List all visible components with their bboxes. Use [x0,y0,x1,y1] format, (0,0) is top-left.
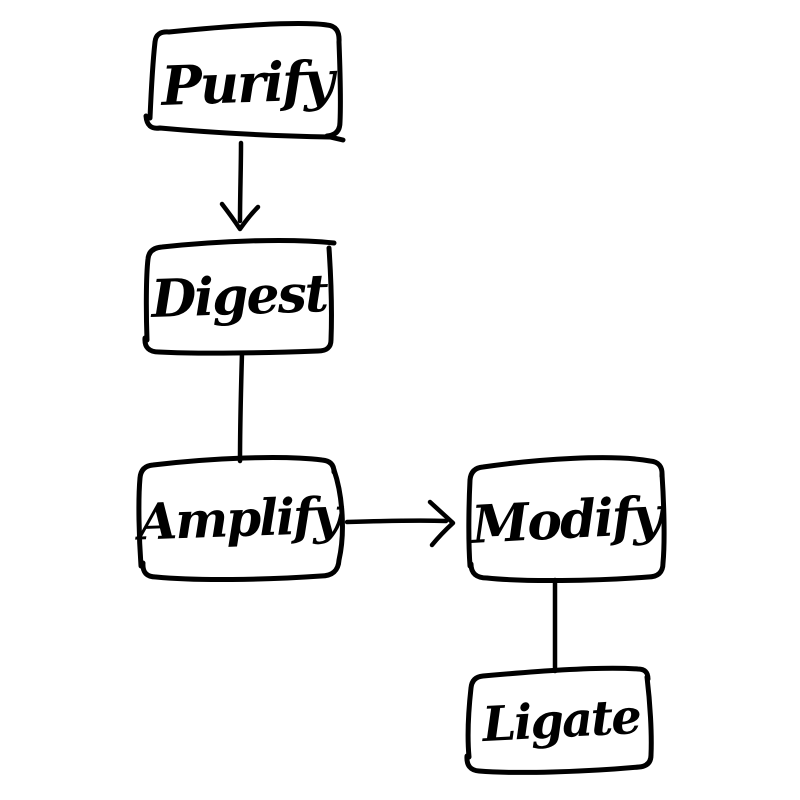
node-purify: Purify [143,21,346,143]
digest-box [143,237,337,343]
modify-box-bottom [468,471,667,584]
edge-amplify-modify-line [344,518,449,525]
amplify-box [136,455,337,569]
edge-amplify-modify [344,499,456,548]
purify-box [147,21,343,139]
node-ligate: Ligate [464,665,654,775]
arrowhead-down-icon [219,201,261,232]
ligate-box [465,665,651,760]
purify-label: Purify [158,48,339,118]
modify-box [466,455,665,569]
amplify-label: Amplify [133,485,345,551]
digest-label: Digest [148,263,330,330]
edge-purify-digest-line [237,140,244,224]
node-amplify: Amplify [133,455,345,583]
digest-box-bottom [142,245,334,356]
amplify-box-bottom [140,467,345,583]
edge-digest-amplify [237,350,245,464]
node-digest: Digest [142,237,337,356]
arrowhead-right-icon [427,499,456,548]
edge-digest-amplify-line [237,350,245,464]
ligate-box-bottom [464,674,654,775]
ligate-label: Ligate [479,689,642,753]
modify-label: Modify [468,485,668,556]
purify-box-bottom [143,113,346,143]
edge-purify-digest [219,140,261,232]
node-modify: Modify [466,455,668,584]
